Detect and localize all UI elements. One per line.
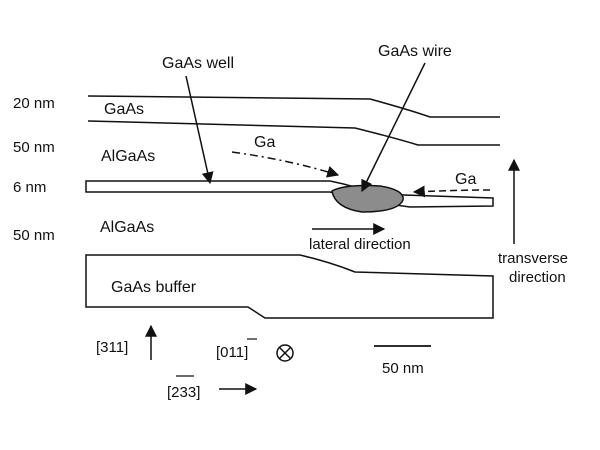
gaas-wire-label: GaAs wire xyxy=(378,43,452,60)
into-page-direction-icon xyxy=(276,344,294,362)
algaas-lower-label: AlGaAs xyxy=(100,219,154,236)
thickness-6nm-label: 6 nm xyxy=(13,179,46,196)
direction-233-label: [233] xyxy=(167,384,200,401)
transverse-direction-label-line2: direction xyxy=(509,269,566,286)
thickness-50nm-lower-label: 50 nm xyxy=(13,227,55,244)
gaas-cap-label: GaAs xyxy=(104,101,144,118)
lateral-direction-label: lateral direction xyxy=(309,236,411,253)
thickness-50nm-upper-label: 50 nm xyxy=(13,139,55,156)
gaas-cap-top-boundary xyxy=(87,95,500,118)
gaas-buffer-block xyxy=(85,254,494,319)
direction-311-label: [311] xyxy=(96,339,128,356)
ga-flux-right-arrow xyxy=(412,185,491,198)
thickness-20nm-label: 20 nm xyxy=(13,95,55,112)
algaas-upper-label: AlGaAs xyxy=(101,148,155,165)
ga-flux-right-label: Ga xyxy=(455,171,476,188)
gaas-well-pointer-arrow xyxy=(185,75,214,185)
direction-011-label: [011] xyxy=(216,344,248,361)
ga-flux-left-label: Ga xyxy=(254,134,275,151)
transverse-direction-label-line1: transverse xyxy=(498,250,568,267)
scale-bar-label: 50 nm xyxy=(382,360,424,377)
gaas-buffer-label: GaAs buffer xyxy=(111,279,197,296)
ga-flux-left-arrow xyxy=(231,151,340,178)
gaas-cap-bottom-boundary xyxy=(87,120,500,146)
gaas-well-label: GaAs well xyxy=(162,55,234,72)
gaas-wire-pointer-arrow xyxy=(361,62,426,193)
gaas-wire-region xyxy=(331,184,404,213)
gaas-well-strip xyxy=(85,180,494,208)
